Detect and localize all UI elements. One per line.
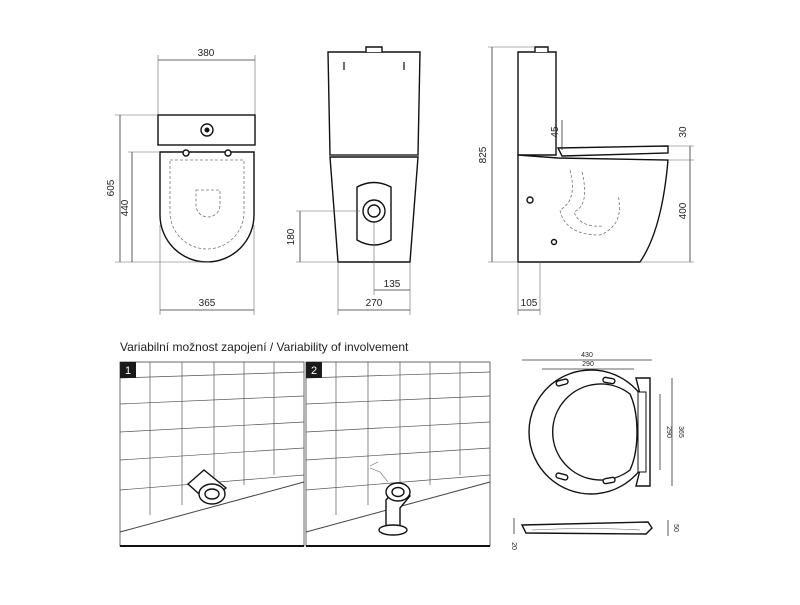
dim-label-400: 400 — [678, 202, 689, 219]
bowl-drain-dashed — [195, 189, 221, 218]
tank-side — [517, 51, 557, 156]
option-panel-2: 2 — [305, 361, 491, 547]
bumper-icon — [555, 472, 569, 481]
bumper-icon — [555, 378, 569, 387]
position-arrow — [369, 467, 389, 483]
dim-label-30: 30 — [678, 126, 689, 138]
dim-label-105: 105 — [521, 298, 538, 309]
trap-dashed — [559, 169, 620, 236]
bumper-icon — [602, 376, 616, 385]
side-view: 825 45 30 400 105 — [478, 46, 694, 315]
dim-label-430: 430 — [581, 352, 593, 359]
bumper-icon — [602, 476, 616, 485]
pipe-opening — [391, 486, 405, 498]
flush-knob — [365, 46, 383, 52]
hinge-bar — [637, 391, 647, 473]
dim-label-365: 365 — [199, 298, 216, 309]
dim-label-270: 270 — [366, 298, 383, 309]
panel-number-badge — [306, 362, 322, 378]
flush-knob-side — [534, 46, 549, 52]
floor-line — [119, 481, 305, 533]
seat-side — [556, 145, 669, 157]
seat-profile — [520, 521, 653, 535]
option-panel-1: 1 — [119, 361, 305, 547]
dim-label-135: 135 — [384, 279, 401, 290]
panel-number-badge — [120, 362, 136, 378]
tank-front — [327, 51, 421, 156]
panel-number: 1 — [125, 365, 131, 377]
section-title: Variabilní možnost zapojení / Variabilit… — [120, 340, 409, 354]
dim-label-45: 45 — [550, 126, 561, 138]
pipe-opening — [204, 488, 220, 500]
outlet-hole — [367, 204, 381, 218]
dim-label-440: 440 — [120, 199, 131, 216]
front-view: 180 135 270 — [286, 46, 421, 315]
hinge-icon — [182, 149, 190, 157]
seat-opening — [551, 383, 638, 481]
seat-profile-line — [531, 528, 641, 531]
hinge-icon — [224, 149, 232, 157]
dim-label-365v: 365 — [677, 426, 684, 438]
top-view: 380 605 440 365 — [106, 48, 256, 315]
bowl-side — [517, 154, 669, 263]
fixing-icon — [550, 238, 558, 246]
dim-label-825: 825 — [478, 146, 489, 163]
position-mark — [369, 461, 379, 467]
dim-label-380: 380 — [198, 48, 215, 59]
dim-label-605: 605 — [106, 179, 117, 196]
trap-dashed-inner — [573, 171, 605, 227]
panel-number: 2 — [311, 365, 317, 377]
dim-label-180: 180 — [286, 228, 297, 245]
dim-label-20: 20 — [510, 542, 517, 550]
inlet-icon — [526, 196, 534, 204]
seat-detail: 430 290 290 365 20 50 — [510, 352, 684, 550]
flush-button-center — [204, 127, 210, 133]
dim-label-50: 50 — [672, 524, 679, 532]
dim-label-290v: 290 — [665, 426, 672, 438]
bowl-inner-dashed — [169, 159, 245, 250]
bowl-outline — [159, 151, 255, 263]
dim-label-290: 290 — [582, 361, 594, 368]
floor-flange — [378, 524, 408, 536]
